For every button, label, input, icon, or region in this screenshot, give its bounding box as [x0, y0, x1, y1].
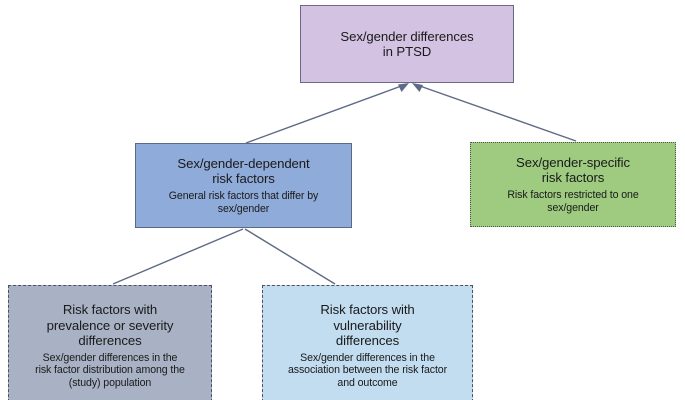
node-subtitle: Sex/gender differences in the associatio… [287, 351, 448, 390]
edge-specific-to-root [412, 83, 577, 142]
node-title: Sex/gender-dependent risk factors [177, 155, 310, 187]
edge-vulnerability-to-dependent [244, 228, 336, 285]
node-title: Sex/gender differences in PTSD [340, 28, 474, 60]
node-title: Risk factors with prevalence or severity… [46, 302, 174, 349]
node-subtitle: Sex/gender differences in the risk facto… [35, 351, 185, 390]
node-title: Sex/gender-specific risk factors [516, 154, 630, 186]
node-risk-factors-with-vulnerability-differences[interactable]: Risk factors with vulnerability differen… [262, 285, 473, 400]
node-title: Risk factors with vulnerability differen… [320, 302, 415, 349]
node-subtitle: Risk factors restricted to one sex/gende… [507, 188, 639, 214]
node-risk-factors-with-prevalence-or-severity-differences[interactable]: Risk factors with prevalence or severity… [8, 285, 212, 400]
edge-dependent-to-root [245, 83, 409, 144]
node-sex-gender-differences-in-ptsd[interactable]: Sex/gender differences in PTSD [300, 5, 514, 83]
node-subtitle: General risk factors that differ by sex/… [168, 189, 319, 215]
node-sex-gender-specific-risk-factors[interactable]: Sex/gender-specific risk factors Risk fa… [470, 142, 676, 227]
edge-prevalence-to-dependent [112, 228, 244, 285]
node-sex-gender-dependent-risk-factors[interactable]: Sex/gender-dependent risk factors Genera… [135, 143, 352, 228]
